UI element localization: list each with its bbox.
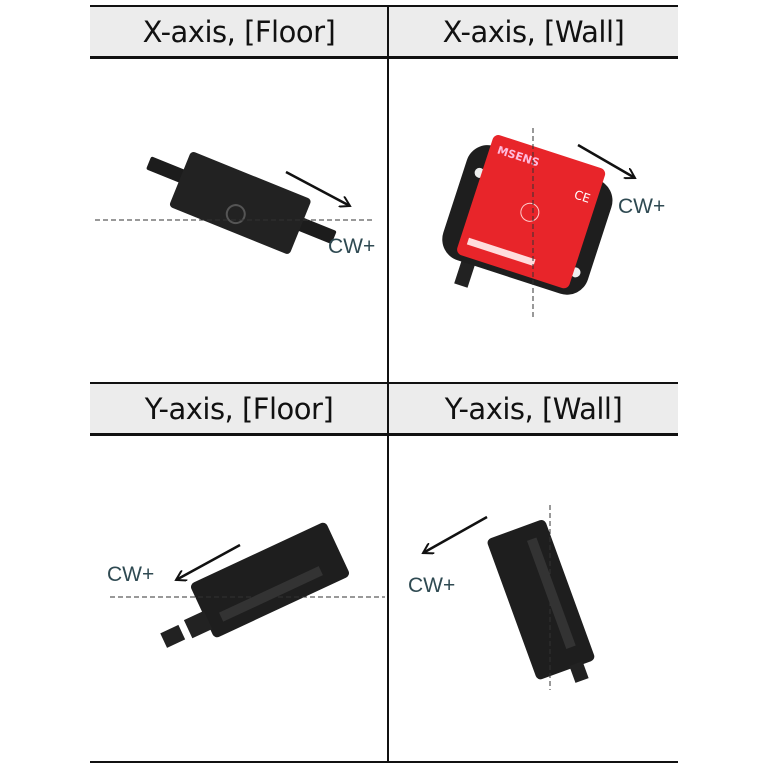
rotation-label: CW+ (107, 563, 155, 586)
header-x-floor: X-axis, [Floor] (90, 7, 388, 57)
sensor-x-wall: MSENS CE (442, 135, 613, 295)
svg-text:CE: CE (572, 188, 592, 206)
header-y-wall: Y-axis, [Wall] (389, 384, 678, 434)
rotation-label: CW+ (328, 235, 376, 258)
row-divider (90, 382, 678, 384)
rotation-arrow-icon (176, 543, 241, 580)
rotation-arrow-icon (285, 170, 350, 206)
sensor-y-wall (487, 519, 595, 683)
table-top-border (90, 5, 678, 7)
header-y-floor: Y-axis, [Floor] (90, 384, 388, 434)
sensor-y-floor (160, 522, 350, 648)
rotation-label: CW+ (618, 195, 666, 218)
header-divider (90, 433, 678, 436)
table-bottom-border (90, 761, 678, 763)
header-x-wall: X-axis, [Wall] (389, 7, 678, 57)
rotation-label: CW+ (408, 574, 456, 597)
rotation-arrow-icon (577, 143, 635, 178)
header-divider (90, 56, 678, 59)
column-divider (387, 5, 389, 763)
rotation-arrow-icon (423, 515, 488, 553)
sensor-x-floor (146, 152, 337, 254)
